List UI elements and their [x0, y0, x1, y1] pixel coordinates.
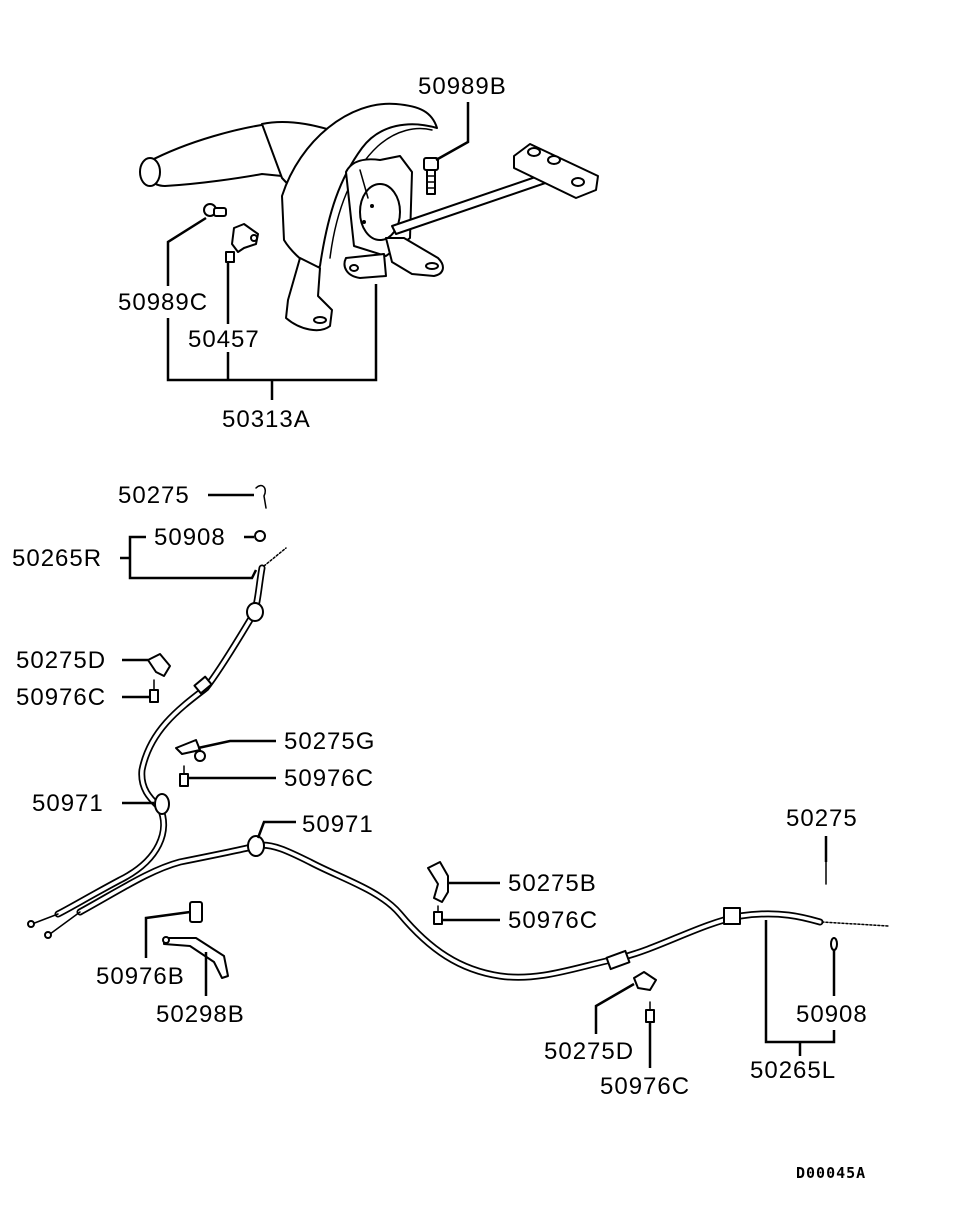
label-50313a: 50313A	[222, 406, 311, 433]
label-50265l: 50265L	[750, 1057, 836, 1084]
bracket-50298b-icon	[162, 936, 229, 979]
label-50275d-l: 50275D	[544, 1038, 634, 1065]
label-50976c-l1: 50976C	[508, 907, 598, 934]
label-50908-r: 50908	[154, 524, 226, 551]
leader-lines-cables	[120, 493, 836, 1068]
label-50275g: 50275G	[284, 728, 375, 755]
bolt-50989b-icon	[423, 157, 439, 195]
label-50976c-l2: 50976C	[600, 1073, 690, 1100]
label-50976c-r1: 50976C	[16, 684, 106, 711]
bolt-50976c-l1-icon	[433, 905, 443, 925]
label-50971-l: 50971	[302, 811, 374, 838]
clamp-50275d-r-icon	[147, 653, 171, 677]
bolt-50976c-r1-icon	[149, 679, 159, 703]
grommet-50908-l-icon	[830, 937, 838, 951]
label-50275d-r: 50275D	[16, 647, 106, 674]
bolt-50976c-r2-icon	[179, 765, 189, 787]
bolt-50976c-l2-icon	[645, 1001, 655, 1023]
clamp-50275g-icon	[175, 739, 206, 762]
label-50976b: 50976B	[96, 963, 185, 990]
label-50275b: 50275B	[508, 870, 597, 897]
label-50971-r: 50971	[32, 790, 104, 817]
leader-lines-lever	[166, 102, 470, 400]
label-50298b: 50298B	[156, 1001, 245, 1028]
screw-50989c-icon	[203, 203, 227, 217]
cable-50265r[interactable]	[27, 547, 287, 928]
label-50976c-r2: 50976C	[284, 765, 374, 792]
label-50275-r: 50275	[118, 482, 190, 509]
diagram-reference-code: D00045A	[796, 1164, 866, 1182]
clamp-50275d-l-icon	[633, 971, 657, 991]
clip-50275-r-icon	[255, 484, 267, 509]
label-50989b: 50989B	[418, 73, 507, 100]
label-50457: 50457	[188, 326, 260, 353]
label-50265r: 50265R	[12, 545, 102, 572]
bolt-50976b-icon	[189, 901, 203, 923]
cable-50265l[interactable]	[44, 835, 889, 981]
label-50908-l: 50908	[796, 1001, 868, 1028]
grommet-50908-r-icon	[254, 530, 266, 542]
label-50989c: 50989C	[118, 289, 208, 316]
parking-brake-lever[interactable]	[139, 102, 599, 332]
brake-switch-50457-icon	[225, 223, 259, 263]
clamp-50275b-icon	[427, 861, 449, 903]
label-50275-l: 50275	[786, 805, 858, 832]
